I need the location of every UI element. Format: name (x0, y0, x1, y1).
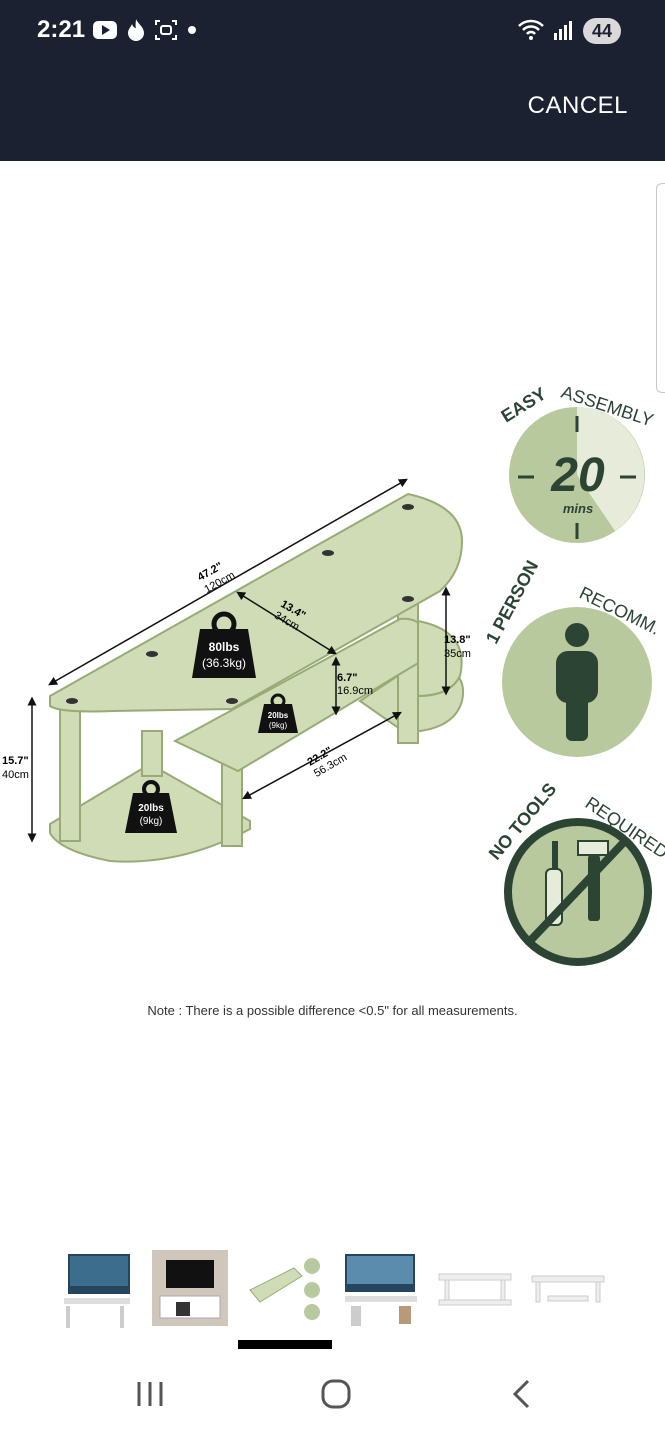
thumbnail-tv-stand-decor[interactable] (343, 1250, 419, 1330)
system-navigation-bar (0, 1358, 665, 1440)
home-icon (321, 1379, 351, 1409)
flame-icon (128, 19, 144, 41)
svg-text:15.7": 15.7" (2, 755, 29, 767)
measurement-note: Note : There is a possible difference <0… (147, 1003, 518, 1018)
svg-text:(9kg): (9kg) (269, 721, 288, 730)
no-tools-badge: NO TOOLS REQUIRED (485, 779, 665, 966)
svg-text:20lbs: 20lbs (138, 803, 164, 814)
thumbnail-tv-stand-white[interactable] (60, 1250, 136, 1330)
svg-text:6.7": 6.7" (337, 672, 358, 684)
one-person-badge: 1 PERSON RECOMM. (482, 557, 663, 757)
easy-assembly-badge: 20 mins EASY ASSEMBLY (498, 382, 656, 543)
svg-text:13.8": 13.8" (444, 634, 471, 646)
signal-icon (554, 21, 572, 40)
status-bar: 2:21 44 (0, 0, 665, 62)
left-height-dimension: 15.7" 40cm (2, 755, 29, 781)
back-button[interactable] (492, 1374, 552, 1414)
screenshot-icon (155, 20, 177, 40)
battery-indicator: 44 (583, 18, 621, 44)
svg-text:20lbs: 20lbs (268, 711, 289, 720)
app-header: CANCEL (0, 62, 665, 161)
svg-text:20: 20 (550, 449, 605, 502)
product-image[interactable]: 47.2"120cm 13.4"34cm 6.7"16.9cm 13.8"35c… (0, 161, 665, 1231)
home-button[interactable] (306, 1374, 366, 1414)
status-time: 2:21 (37, 16, 86, 43)
svg-text:80lbs: 80lbs (209, 640, 240, 654)
weight-bottom: 20lbs (9kg) (125, 780, 177, 833)
svg-text:mins: mins (563, 501, 593, 516)
svg-text:40cm: 40cm (2, 769, 29, 781)
status-icons-right (517, 18, 573, 42)
thumbnail-dimensions[interactable] (244, 1250, 320, 1330)
cancel-button[interactable]: CANCEL (527, 92, 628, 119)
svg-text:35cm: 35cm (444, 648, 471, 660)
weight-middle: 20lbs(9kg) (258, 693, 298, 733)
scroll-indicator[interactable] (656, 183, 665, 393)
selected-thumbnail-indicator (238, 1340, 332, 1349)
width-dimension: 47.2"120cm (196, 560, 237, 596)
dimension-diagram: 47.2"120cm 13.4"34cm 6.7"16.9cm 13.8"35c… (2, 382, 665, 966)
wifi-icon (518, 19, 544, 40)
svg-text:16.9cm: 16.9cm (337, 685, 373, 697)
shelf-width-dimension: 22.2"56.3cm (306, 745, 350, 780)
shelf-gap-dimension: 6.7"16.9cm (337, 672, 373, 697)
back-icon (512, 1379, 530, 1409)
recent-apps-icon (137, 1382, 163, 1406)
weight-top: 80lbs (36.3kg) (192, 611, 256, 678)
thumbnail-strip (60, 1250, 620, 1340)
dot-icon (188, 26, 196, 34)
right-height-dimension: 13.8" 35cm (444, 634, 471, 660)
thumbnail-white-stand-1[interactable] (437, 1250, 513, 1330)
svg-text:(9kg): (9kg) (140, 816, 163, 827)
svg-text:(36.3kg): (36.3kg) (202, 656, 246, 670)
recent-apps-button[interactable] (120, 1374, 180, 1414)
youtube-icon (93, 21, 117, 39)
thumbnail-tv-stand-black[interactable] (152, 1250, 228, 1330)
status-icons-left (92, 18, 198, 42)
thumbnail-white-stand-2[interactable] (530, 1250, 606, 1330)
